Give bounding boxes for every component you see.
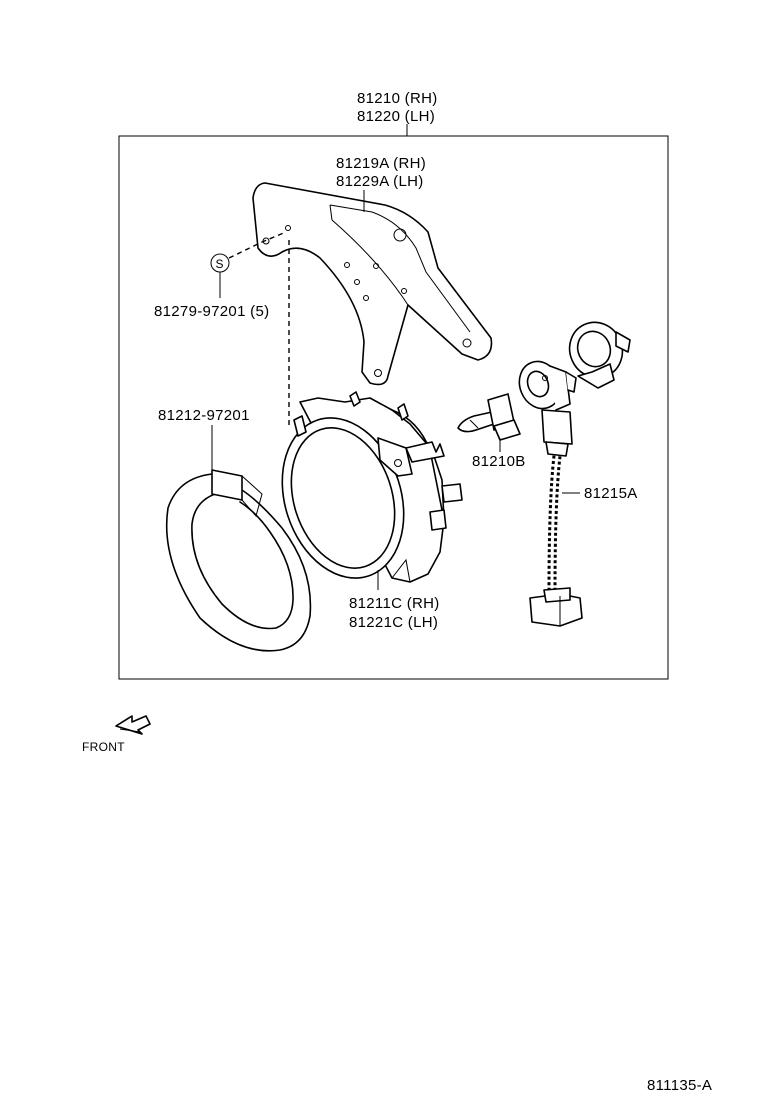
cover-part-label: 81212-97201 (158, 407, 250, 424)
screw-part-label: 81279-97201 (5) (154, 303, 269, 320)
screw-symbol-letter: S (216, 257, 224, 271)
unit-part-lh: 81221C (LH) (349, 614, 438, 631)
cover-ring-drawing (165, 469, 312, 652)
assembly-frame (118, 124, 669, 680)
unit-part-rh: 81211C (RH) (349, 595, 440, 612)
bracket-drawing (252, 182, 493, 386)
assembly-part-lh: 81220 (LH) (357, 108, 435, 125)
screw-symbol: S (210, 253, 230, 273)
figure-id: 811135-A (647, 1077, 712, 1094)
boot-drawing (568, 321, 631, 389)
bracket-part-rh: 81219A (RH) (336, 155, 426, 172)
front-label: FRONT (82, 740, 125, 754)
bracket-part-lh: 81229A (LH) (336, 173, 424, 190)
bulb-drawing (457, 393, 521, 441)
lamp-unit-drawing (281, 391, 463, 583)
screw-dashed-line (228, 231, 287, 259)
bulb-part-label: 81210B (472, 453, 526, 470)
front-arrow-icon (115, 715, 151, 735)
wire-drawing (529, 409, 583, 627)
socket-drawing (518, 360, 577, 411)
wire-part-label: 81215A (584, 485, 638, 502)
assembly-part-rh: 81210 (RH) (357, 90, 438, 107)
